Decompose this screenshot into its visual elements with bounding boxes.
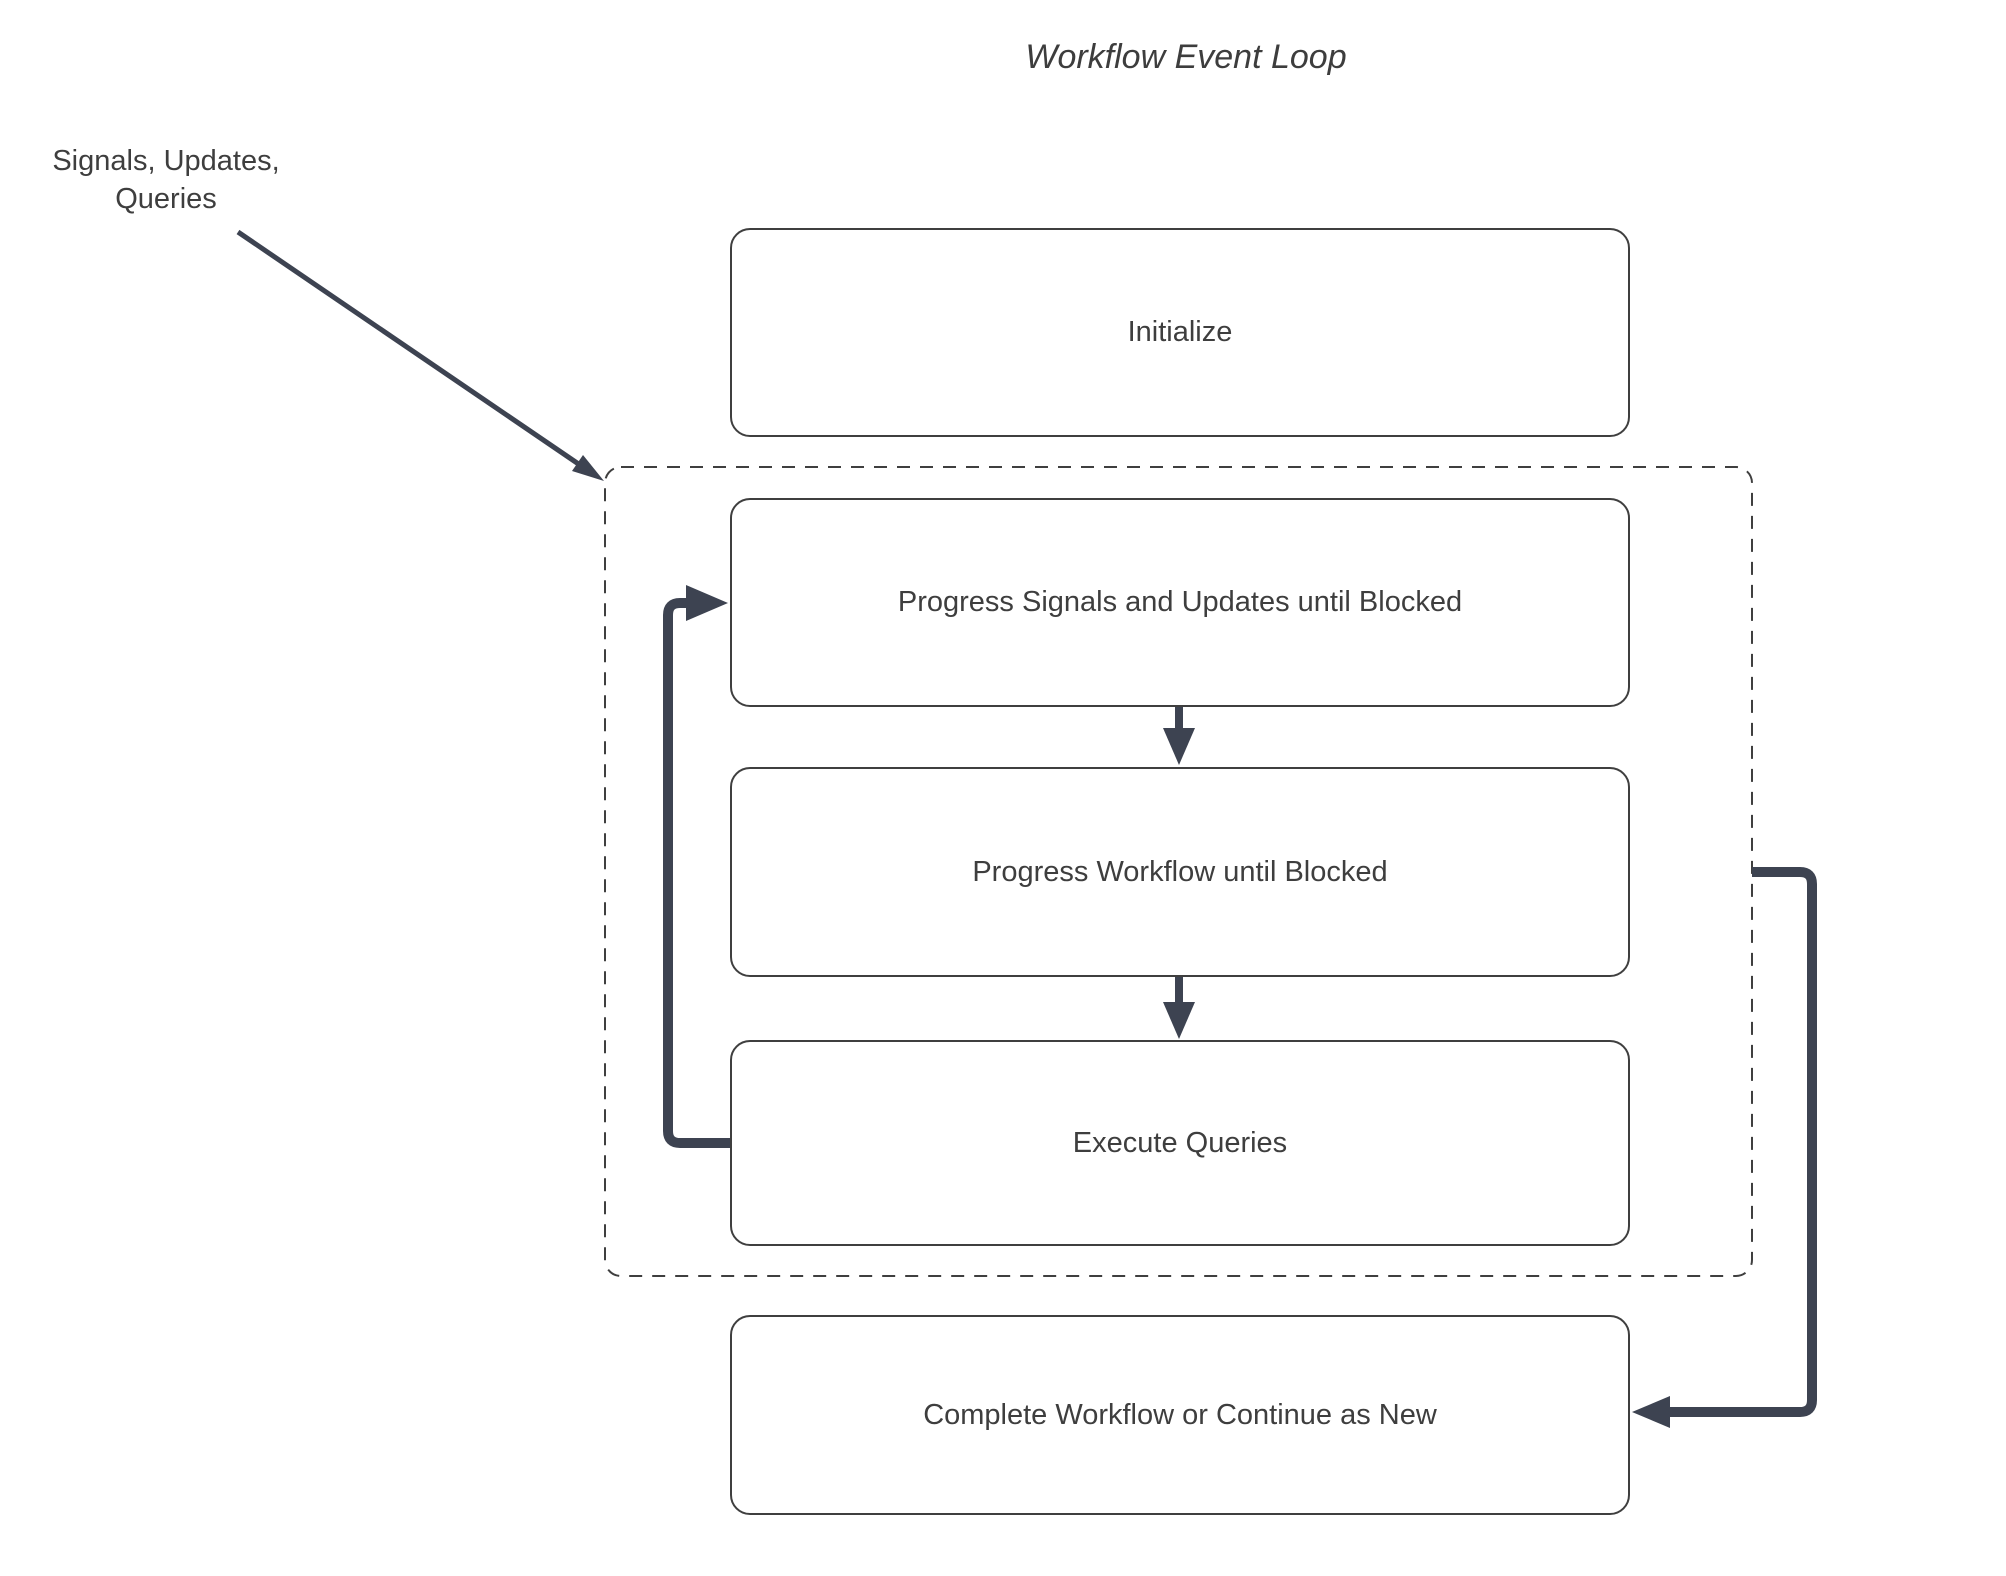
node-initialize: Initialize (730, 228, 1630, 437)
node-complete-workflow: Complete Workflow or Continue as New (730, 1315, 1630, 1515)
arrow-workflow-to-queries (1163, 977, 1195, 1039)
complete-workflow-arrow (1632, 867, 1817, 1428)
node-execute-queries-label: Execute Queries (1072, 1126, 1288, 1159)
node-initialize-label: Initialize (1127, 316, 1233, 348)
arrow-signals-to-workflow (1163, 707, 1195, 765)
diagram-title: Workflow Event Loop (1025, 38, 1347, 76)
node-progress-signals-updates-label: Progress Signals and Updates until Block… (897, 586, 1463, 618)
signals-updates-queries-label: Signals, Updates, Queries (36, 142, 296, 218)
loop-back-arrow (663, 585, 730, 1148)
node-progress-workflow-label: Progress Workflow until Blocked (972, 855, 1388, 888)
signals-input-arrow (236, 229, 604, 481)
node-execute-queries: Execute Queries (730, 1040, 1630, 1246)
node-progress-workflow: Progress Workflow until Blocked (730, 767, 1630, 977)
signals-updates-queries-label-line1: Signals, Updates, (52, 145, 280, 177)
signals-updates-queries-label-line2: Queries (115, 183, 217, 215)
node-progress-signals-updates: Progress Signals and Updates until Block… (730, 498, 1630, 707)
node-complete-workflow-label: Complete Workflow or Continue as New (923, 1398, 1437, 1431)
